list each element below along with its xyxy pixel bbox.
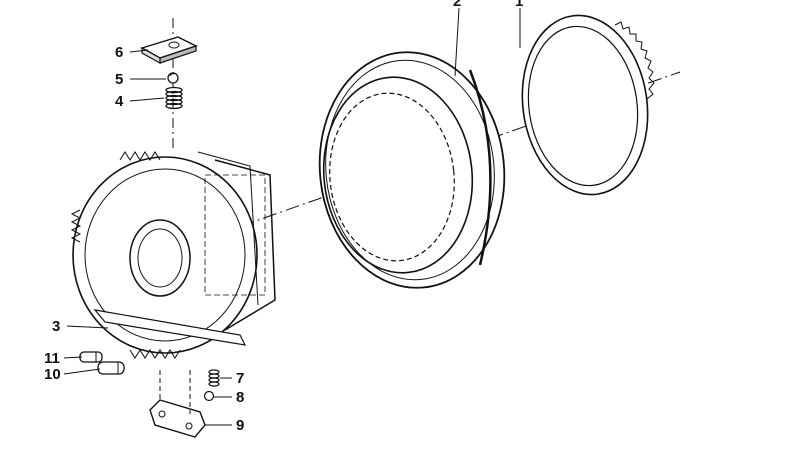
thrust-piece	[149, 370, 206, 438]
callout-10: 10	[44, 366, 61, 383]
callout-6: 6	[115, 44, 124, 61]
callout-1: 1	[515, 0, 524, 10]
pin-10	[97, 361, 125, 375]
callout-5: 5	[115, 71, 124, 88]
thrust-ball	[203, 390, 215, 402]
callout-11: 11	[44, 350, 60, 367]
pin-11	[79, 351, 103, 363]
callout-9: 9	[236, 417, 245, 434]
shift-sleeve	[318, 51, 506, 289]
callout-7: 7	[236, 370, 245, 387]
synchronizer-hub	[70, 151, 276, 359]
callout-4: 4	[115, 93, 124, 110]
leader-lines	[63, 7, 521, 426]
thrust-spring	[208, 369, 220, 387]
detent-plate	[140, 36, 198, 65]
detent-ball	[167, 72, 179, 84]
callout-3: 3	[52, 318, 61, 335]
callout-8: 8	[236, 389, 245, 406]
synchronizer-ring	[521, 14, 655, 196]
callout-2: 2	[453, 0, 462, 10]
detent-spring	[165, 86, 183, 110]
